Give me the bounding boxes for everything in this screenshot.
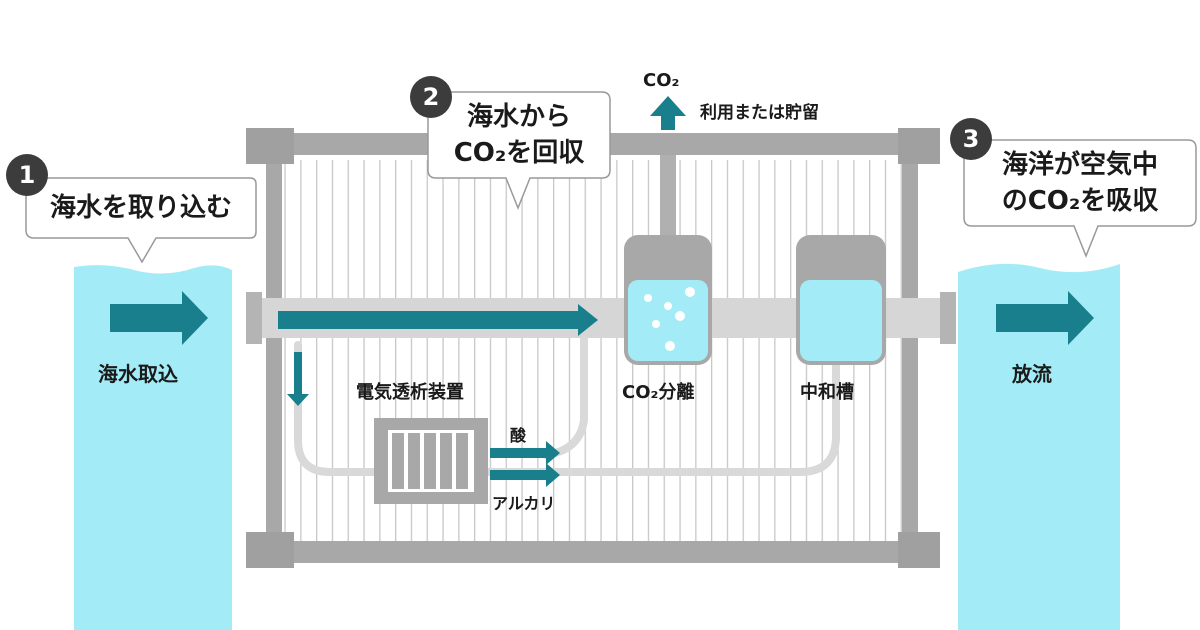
neutralization-tank (796, 235, 886, 365)
intake-seawater (74, 265, 232, 630)
step-2-text-line1: 海水から (466, 102, 571, 132)
step-2-text-line2: CO₂を回収 (453, 138, 585, 168)
ocean-discharge (958, 263, 1120, 630)
discharge-arrow (996, 291, 1094, 345)
step-1-badge: 1 (6, 154, 48, 196)
down-flow-arrow (287, 352, 309, 406)
electrodialysis-unit (374, 418, 488, 504)
co2-output-label: CO₂ (643, 70, 680, 91)
step-3-text-line2: のCO₂を吸収 (1001, 186, 1159, 216)
intake-label: 海水取込 (98, 362, 178, 386)
co2-separation-label: CO₂分離 (622, 382, 695, 403)
alkali-label: アルカリ (492, 494, 556, 513)
main-flow-arrow (278, 304, 598, 336)
step-1-text: 海水を取り込む (49, 193, 232, 223)
utilization-label: 利用または貯留 (700, 103, 819, 123)
co2-up-arrow (650, 96, 686, 130)
acid-label: 酸 (510, 426, 527, 445)
electrodialysis-label: 電気透析装置 (356, 382, 464, 403)
step-3-badge: 3 (950, 118, 992, 160)
neutralization-label: 中和槽 (800, 382, 854, 403)
alkali-arrow (490, 463, 560, 487)
step-2-badge: 2 (410, 76, 452, 118)
co2-separation-tank (624, 235, 712, 365)
discharge-label: 放流 (1012, 362, 1052, 386)
co2-vertical-pipe (660, 155, 676, 243)
intake-arrow (110, 291, 208, 345)
acid-arrow (490, 441, 560, 465)
step-3-text-line1: 海洋が空気中 (1001, 150, 1158, 180)
